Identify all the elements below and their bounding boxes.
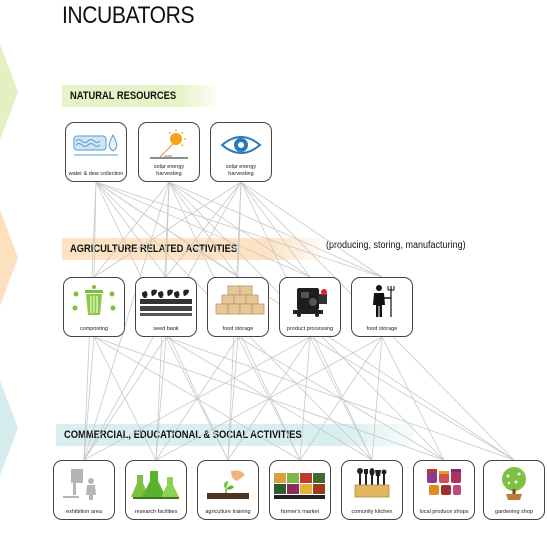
water-dew-collection-card[interactable]: water & dew collection [65, 122, 127, 182]
potted-tree-icon [484, 467, 544, 501]
exhibition-area-card[interactable]: exhibition area [53, 460, 115, 520]
farmers-market-card[interactable]: farmer's market [269, 460, 331, 520]
research-facilities-card[interactable]: research facilities [125, 460, 187, 520]
page-title: INCUBATORS [62, 2, 195, 29]
exhibition-icon [54, 467, 114, 501]
water-drop-icon [66, 129, 126, 163]
food-storage-card-1[interactable]: food storage [207, 277, 269, 337]
jars-icon [414, 467, 474, 501]
connector-line [83, 336, 311, 461]
connector-line [83, 336, 95, 461]
compost-bin-icon [64, 284, 124, 318]
card-label: seed bank [153, 325, 179, 332]
card-label: solar energy harvesting [225, 164, 257, 177]
connector-line [83, 336, 167, 461]
food-storage-card-2[interactable]: food storage [351, 277, 413, 337]
connector-line [165, 181, 242, 278]
card-label: food storage [222, 325, 254, 332]
farmer-with-pitchfork-icon [352, 284, 412, 318]
boxes-icon [208, 284, 268, 318]
card-label: agriculture training [205, 508, 251, 515]
card-label: research facilities [134, 508, 178, 515]
connector-line [240, 181, 383, 278]
card-label: product processing [286, 325, 334, 332]
card-label: exhibition area [66, 508, 102, 515]
commercial-band: COMMERCIAL, EDUCATIONAL & SOCIAL ACTIVIT… [56, 424, 414, 446]
connector-line [371, 336, 383, 461]
card-label: food storage [366, 325, 398, 332]
card-label: water & dew collection [68, 170, 124, 177]
product-processing-card[interactable]: product processing [279, 277, 341, 337]
agriculture-note: (producing, storing, manufacturing) [326, 240, 466, 251]
card-label: local produce shops [419, 508, 469, 515]
agriculture-label: AGRICULTURE RELATED ACTIVITIES [70, 243, 238, 255]
natural-resources-band: NATURAL RESOURCES [62, 85, 216, 107]
machine-icon [280, 284, 340, 318]
connector-line [155, 336, 167, 461]
community-kitchen-card[interactable]: comunity kitchen [341, 460, 403, 520]
connector-line [227, 336, 239, 461]
card-label: solar energy harvesting [153, 164, 185, 177]
solar-harvesting-card-1[interactable]: solar energy harvesting [138, 122, 200, 182]
eye-icon [211, 129, 271, 163]
commercial-arrow [0, 380, 18, 476]
connector-line [299, 336, 383, 461]
sun-icon [139, 129, 199, 163]
natural-arrow [0, 44, 18, 140]
connector-line [93, 181, 242, 278]
kitchen-utensils-icon [342, 467, 402, 501]
flasks-icon [126, 467, 186, 501]
connector-line [240, 181, 311, 278]
card-label: farmer's market [280, 508, 320, 515]
card-label: comunity kitchen [351, 508, 393, 515]
produce-crates-icon [270, 467, 330, 501]
seedling-trays-icon [136, 284, 196, 318]
connector-line [93, 181, 170, 278]
seed-bank-card[interactable]: seed bank [135, 277, 197, 337]
connector-line [299, 336, 311, 461]
agriculture-training-card[interactable]: agriculture training [197, 460, 259, 520]
card-label: composting [79, 325, 109, 332]
connector-line [83, 181, 170, 461]
agriculture-band: AGRICULTURE RELATED ACTIVITIES [62, 238, 320, 260]
commercial-label: COMMERCIAL, EDUCATIONAL & SOCIAL ACTIVIT… [64, 429, 302, 441]
local-produce-shops-card[interactable]: local produce shops [413, 460, 475, 520]
natural-resources-label: NATURAL RESOURCES [70, 90, 177, 102]
card-label: gardening shop [495, 508, 533, 515]
gardening-shop-card[interactable]: gardening shop [483, 460, 545, 520]
connector-line [381, 336, 445, 461]
solar-harvesting-card-2[interactable]: solar energy harvesting [210, 122, 272, 182]
agri-arrow [0, 210, 18, 306]
composting-card[interactable]: composting [63, 277, 125, 337]
connector-line [155, 336, 383, 461]
planting-hand-icon [198, 467, 258, 501]
